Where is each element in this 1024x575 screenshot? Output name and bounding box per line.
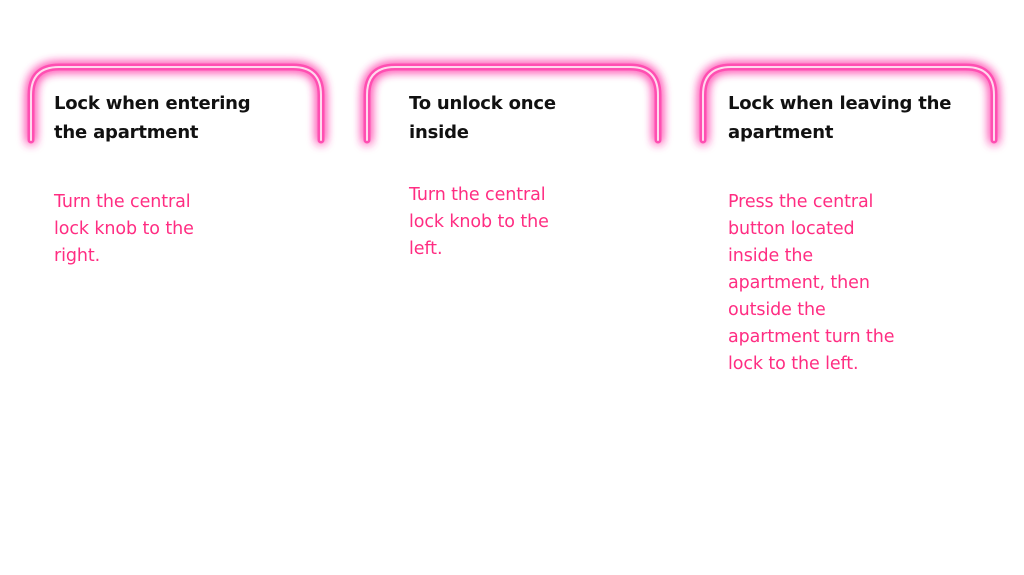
column-1-heading-line: the apartment [54, 122, 199, 143]
column-3-heading: Lock when leaving the apartment [728, 89, 951, 147]
column-3-body-line: inside the [728, 246, 814, 266]
column-1-heading: Lock when entering the apartment [54, 89, 251, 147]
column-3-body-line: apartment turn the [728, 327, 895, 347]
column-2-body-line: Turn the central [409, 185, 546, 205]
column-3-body-line: outside the [728, 300, 826, 320]
column-3-heading-line: apartment [728, 122, 834, 143]
column-1-body-line: Turn the central [54, 192, 191, 212]
column-3-heading-line: Lock when leaving the [728, 93, 952, 114]
column-3-body-line: Press the central [728, 192, 874, 212]
column-3-body-line: button located [728, 219, 855, 239]
column-2-body-line: left. [409, 239, 443, 259]
column-2-heading-line: inside [409, 122, 469, 143]
column-3-body-line: apartment, then [728, 273, 870, 293]
column-1-body-line: lock knob to the [54, 219, 194, 239]
column-1-body: Turn the central lock knob to the right. [54, 189, 194, 270]
column-1-heading-line: Lock when entering [54, 93, 251, 114]
column-2-heading: To unlock once inside [409, 89, 556, 147]
column-2-body: Turn the central lock knob to the left. [409, 182, 549, 263]
column-3-body-line: lock to the left. [728, 354, 859, 374]
column-1-body-line: right. [54, 246, 101, 266]
column-3-body: Press the central button located inside … [728, 189, 894, 378]
column-2-heading-line: To unlock once [409, 93, 556, 114]
column-2-body-line: lock knob to the [409, 212, 549, 232]
